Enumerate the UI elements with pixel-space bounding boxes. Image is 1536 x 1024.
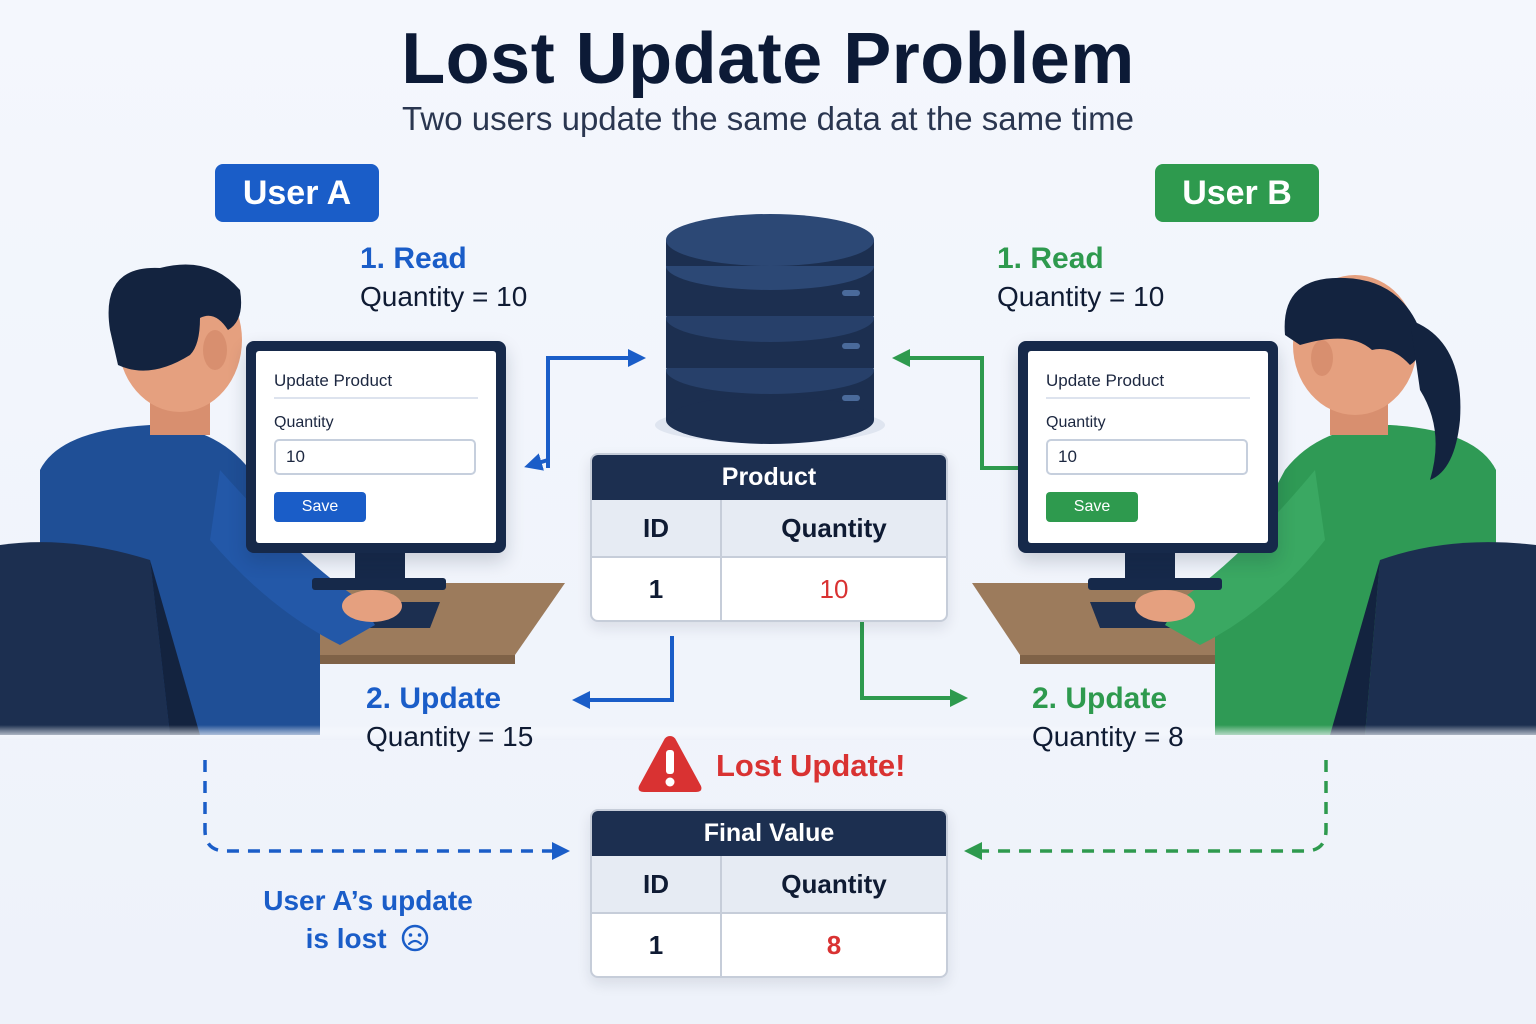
quantity-input[interactable]: 10 [274, 439, 476, 475]
user-b-read-step: 1. Read [997, 242, 1104, 275]
form-divider [274, 397, 478, 399]
quantity-input[interactable]: 10 [1046, 439, 1248, 475]
quantity-label: Quantity [274, 414, 334, 431]
lost-update-label: Lost Update! [716, 748, 906, 783]
user-a-update-step: 2. Update [366, 682, 502, 715]
read-arrow-user-a [546, 349, 646, 468]
user-b-update-step: 2. Update [1032, 682, 1168, 715]
form-title: Update Product [1046, 371, 1165, 390]
user-a-screen: Update Product Quantity 10 Save [256, 351, 496, 543]
user-b-read-value: Quantity = 10 [997, 281, 1165, 312]
dashed-arrow-user-a [203, 760, 570, 860]
user-a-monitor: Update Product Quantity 10 Save [246, 341, 506, 553]
table-row: 1 8 [592, 914, 946, 976]
column-header-id: ID [592, 500, 722, 556]
user-b-badge: User B [1155, 164, 1319, 222]
column-header-quantity: Quantity [781, 868, 887, 899]
quantity-label: Quantity [1046, 414, 1106, 431]
form-divider [1046, 397, 1250, 399]
update-arrow-user-a [572, 636, 674, 709]
form-title: Update Product [274, 371, 393, 390]
lost-note-line1: User A’s update [263, 885, 473, 916]
cell-quantity: 8 [826, 929, 842, 960]
warning-triangle-icon [638, 736, 702, 792]
page-subtitle: Two users update the same data at the sa… [402, 100, 1134, 137]
user-b-monitor: Update Product Quantity 10 Save [1018, 341, 1278, 553]
lost-note-line2: is lost [305, 923, 387, 954]
cell-id: 1 [592, 914, 722, 976]
final-table-title: Final Value [592, 811, 946, 856]
lost-note-line2-wrap: is lost [236, 920, 500, 958]
table-header-row: ID Quantity [592, 856, 946, 914]
table-row: 1 10 [592, 558, 946, 620]
product-table: Product ID Quantity 1 10 [590, 453, 948, 622]
user-b-screen: Update Product Quantity 10 Save [1028, 351, 1268, 543]
column-header-id: ID [592, 856, 722, 912]
cell-id: 1 [592, 558, 722, 620]
user-a-badge: User A [215, 164, 379, 222]
table-header-row: ID Quantity [592, 500, 946, 558]
page-title: Lost Update Problem [401, 19, 1135, 99]
cell-quantity: 10 [819, 573, 849, 604]
save-button[interactable]: Save [1046, 492, 1138, 522]
user-a-update-value: Quantity = 15 [366, 721, 534, 752]
dashed-arrow-user-b [964, 760, 1328, 860]
user-a-read-step: 1. Read [360, 242, 467, 275]
column-header-quantity: Quantity [781, 512, 887, 543]
save-button[interactable]: Save [274, 492, 366, 522]
user-a-read-value: Quantity = 10 [360, 281, 528, 312]
final-value-table: Final Value ID Quantity 1 8 [590, 809, 948, 978]
user-b-update-value: Quantity = 8 [1032, 721, 1184, 752]
read-arrow-user-b [892, 349, 1018, 470]
database-icon [655, 214, 885, 444]
product-table-title: Product [592, 455, 946, 500]
update-arrow-user-b [860, 612, 968, 707]
read-arrow-user-a-return [524, 453, 549, 471]
sad-face-icon [402, 924, 429, 952]
lost-note: User A’s update is lost [236, 882, 500, 958]
